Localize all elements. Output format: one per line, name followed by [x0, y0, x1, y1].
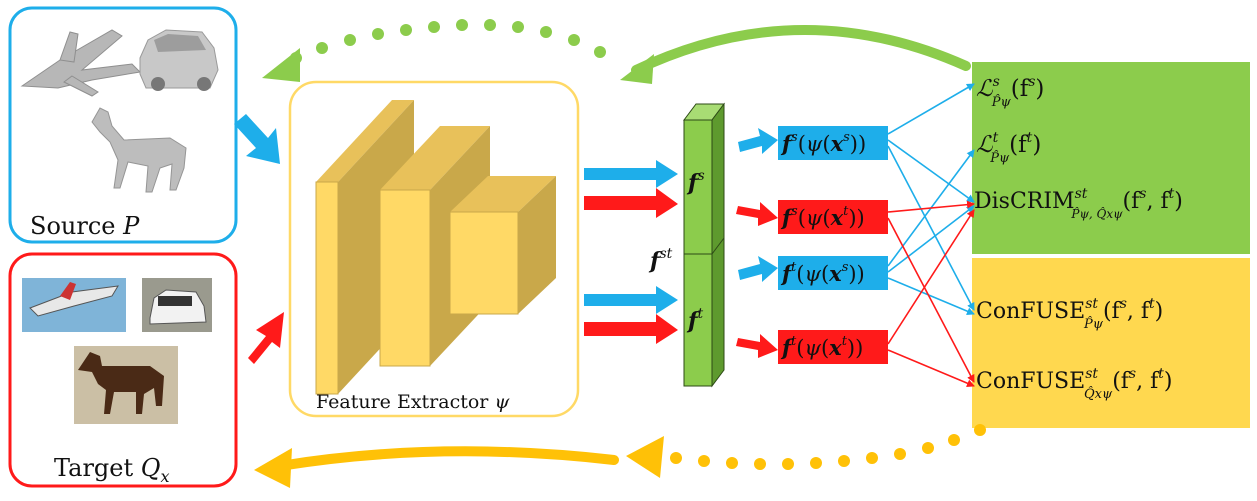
green-feedback-arrow	[262, 19, 971, 84]
source-car-image	[139, 29, 219, 91]
feature-bar-top-label: fs	[686, 168, 705, 196]
feature-bar-joint-label: fst	[648, 246, 673, 274]
feature-bar	[683, 102, 725, 388]
svg-text:fs(ψ(xt)): fs(ψ(xt))	[780, 204, 865, 230]
yellow-feedback-arrow	[254, 424, 986, 488]
source-airplane-image	[20, 29, 142, 97]
source-to-extractor-arrow	[234, 114, 280, 164]
confusion-loss-panel	[972, 258, 1250, 428]
feature-bar-bottom-label: ft	[686, 306, 703, 334]
feature-box-fs-xs: fs(ψ(xs))	[778, 126, 888, 160]
target-to-extractor-arrow	[248, 312, 284, 364]
target-label: Target Qx	[54, 454, 170, 486]
extractor-output-arrows	[584, 160, 678, 344]
red-connections	[887, 200, 975, 387]
target-horse-image	[74, 346, 178, 424]
bar-output-arrows	[736, 128, 778, 358]
extractor-layer-3	[449, 176, 556, 315]
discriminator-loss-panel	[972, 62, 1250, 254]
blue-connections	[887, 83, 975, 315]
target-airplane-image	[22, 278, 126, 332]
feature-box-fs-xt: fs(ψ(xt))	[778, 200, 888, 234]
feature-box-ft-xt: ft(ψ(xt))	[778, 330, 888, 364]
target-car-image	[142, 278, 212, 332]
feature-box-ft-xs: ft(ψ(xs))	[778, 256, 888, 290]
svg-text:ft(ψ(xs)): ft(ψ(xs))	[780, 260, 865, 286]
source-horse-image	[91, 107, 187, 193]
source-label: Source P	[30, 212, 140, 240]
extractor-label: Feature Extractor ψ	[316, 391, 510, 413]
